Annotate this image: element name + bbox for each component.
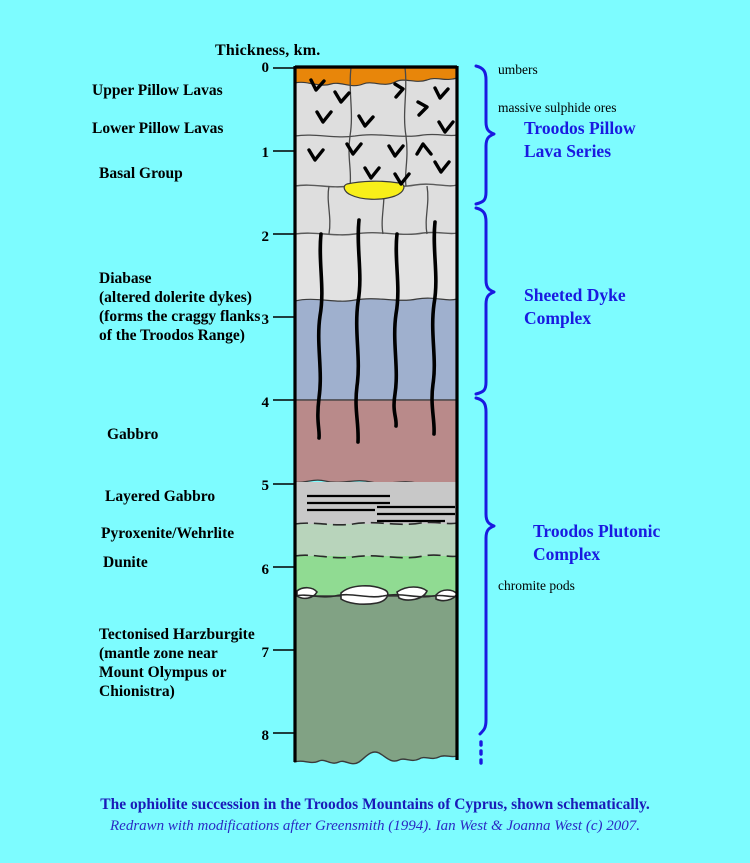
left-label-basal-group: Basal Group — [99, 165, 183, 182]
brace-sheeted-dyke-complex — [474, 206, 496, 396]
axis-tick-0: 0 — [261, 60, 270, 76]
brace-troodos-pillow-lava-series — [474, 64, 496, 206]
axis-tick-6: 6 — [261, 562, 270, 578]
caption-line-1: The ophiolite succession in the Troodos … — [100, 796, 650, 813]
axis-tick-3: 3 — [261, 312, 270, 328]
left-label-diabase: Diabase (altered dolerite dykes) (forms … — [99, 270, 261, 344]
brace-troodos-plutonic-complex — [474, 396, 496, 736]
axis-tick-marks — [273, 67, 295, 734]
annotation-chromite-pods: chromite pods — [498, 578, 575, 593]
pillow-lava-v-marks — [307, 78, 455, 186]
group-label-troodos-pillow-lava-series: Troodos Pillow Lava Series — [524, 118, 636, 161]
left-label-dunite: Dunite — [103, 554, 148, 571]
layer-upper-pillow-lavas — [295, 68, 457, 186]
axis-tick-4: 4 — [261, 395, 270, 411]
axis-tick-1: 1 — [261, 145, 270, 161]
massive-sulphide-lens — [343, 180, 405, 200]
layer-pyroxenite-wehrlite — [295, 524, 457, 556]
left-label-gabbro: Gabbro — [107, 426, 159, 443]
annotation-massive-sulphide-ores: massive sulphide ores — [498, 100, 617, 115]
column-frame — [293, 65, 459, 762]
sheeted-dyke-lines — [316, 218, 438, 444]
group-label-troodos-plutonic-complex: Troodos Plutonic Complex — [533, 521, 661, 564]
stratigraphic-column — [273, 65, 459, 765]
ultramafic-dashed-boundaries — [294, 521, 458, 559]
chromite-horizon-line — [294, 593, 458, 598]
layered-gabbro-banding — [307, 494, 455, 523]
layer-umbers — [294, 67, 458, 87]
left-label-tectonised-harzburgite: Tectonised Harzburgite (mantle zone near… — [99, 626, 255, 700]
group-braces — [474, 64, 496, 765]
left-label-pyroxenite-wehrlite: Pyroxenite/Wehrlite — [101, 525, 235, 542]
axis-title: Thickness, km. — [215, 42, 321, 59]
annotation-umbers: umbers — [498, 62, 538, 77]
axis-tick-7: 7 — [261, 645, 270, 661]
axis-tick-8: 8 — [261, 728, 270, 744]
group-label-sheeted-dyke-complex: Sheeted Dyke Complex — [524, 285, 626, 328]
axis-tick-2: 2 — [261, 229, 270, 245]
pillow-block-cracks — [294, 67, 458, 235]
caption-line-2: Redrawn with modifications after Greensm… — [110, 818, 640, 834]
left-label-upper-pillow-lavas: Upper Pillow Lavas — [92, 82, 223, 99]
left-label-lower-pillow-lavas: Lower Pillow Lavas — [92, 120, 224, 137]
axis-tick-5: 5 — [261, 478, 270, 494]
layer-tectonised-harzburgite — [294, 595, 458, 765]
left-label-layered-gabbro: Layered Gabbro — [105, 488, 216, 505]
